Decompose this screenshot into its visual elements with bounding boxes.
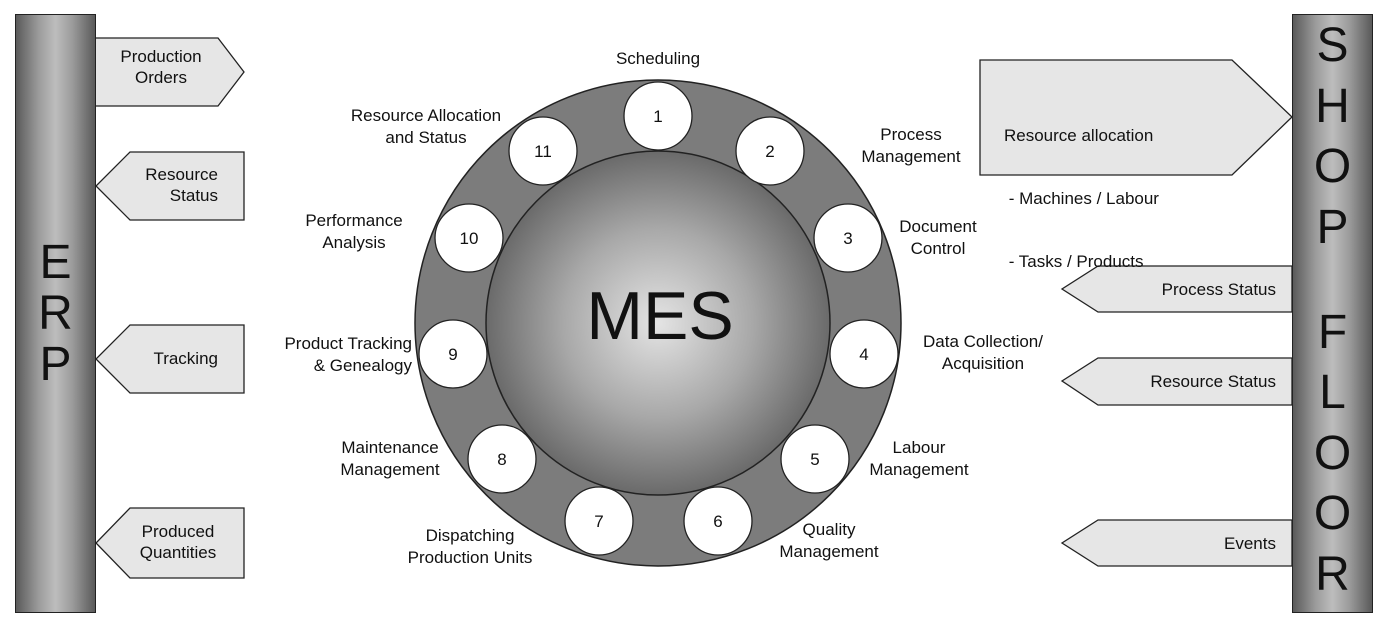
shop-floor-bar: S H O P F L O O R	[1292, 14, 1373, 613]
label-line: Resource	[145, 165, 218, 184]
function-label-document-control: Document Control	[884, 216, 992, 260]
resource-status-shop-label: Resource Status	[1100, 371, 1276, 392]
function-number-3: 3	[843, 229, 852, 248]
label-line: - Tasks / Products	[1004, 252, 1144, 271]
shop-floor-letter: O	[1313, 487, 1352, 541]
shop-floor-letter: P	[1316, 200, 1349, 254]
tracking-label: Tracking	[120, 348, 218, 369]
label-line: Document	[899, 217, 977, 236]
erp-letter: R	[38, 287, 73, 340]
label-line: Scheduling	[615, 49, 701, 68]
label-line: Production	[120, 47, 202, 66]
erp-system-bar: E R P	[15, 14, 96, 613]
label-line: Produced	[141, 522, 215, 541]
label-line: Production Units	[407, 548, 533, 567]
label-line: Process	[880, 125, 942, 144]
label-line: Analysis	[322, 233, 386, 252]
shop-floor-letter: S	[1316, 19, 1349, 72]
label-line: Management	[340, 460, 440, 479]
label-line: Resource Status	[1150, 372, 1276, 391]
function-number-7: 7	[594, 512, 603, 531]
mes-core	[485, 150, 831, 496]
shop-floor-letter: L	[1319, 366, 1346, 420]
label-line: Dispatching	[425, 526, 515, 545]
label-line: Management	[869, 460, 969, 479]
function-circle-9	[418, 319, 488, 389]
label-line: Events	[1224, 534, 1276, 553]
function-label-labour-management: Labour Management	[858, 437, 980, 481]
label-line: Management	[861, 147, 961, 166]
process-status-label: Process Status	[1100, 279, 1276, 300]
function-circle-4	[829, 319, 899, 389]
function-number-2: 2	[765, 142, 774, 161]
function-circle-1	[623, 81, 693, 151]
mes-title: MES	[586, 278, 734, 354]
function-label-scheduling: Scheduling	[578, 48, 738, 70]
label-line: Status	[169, 186, 218, 205]
label-line: Tracking	[153, 349, 218, 368]
function-circle-8	[467, 424, 537, 494]
function-label-data-collection: Data Collection/ Acquisition	[908, 331, 1058, 375]
resource-allocation-label: Resource allocation - Machines / Labour …	[1004, 83, 1224, 293]
label-line: & Genealogy	[313, 356, 412, 375]
label-line: Acquisition	[941, 354, 1025, 373]
arrow-resource-allocation	[979, 59, 1293, 176]
function-label-maintenance: Maintenance Management	[326, 437, 454, 481]
events-label: Events	[1100, 533, 1276, 554]
label-line: Quantities	[139, 543, 217, 562]
label-line: Orders	[135, 68, 187, 87]
function-label-process-management: Process Management	[850, 124, 972, 168]
function-number-5: 5	[810, 450, 819, 469]
function-label-quality-management: Quality Management	[768, 519, 890, 563]
production-orders-label: Production Orders	[104, 46, 218, 88]
function-circle-2	[735, 116, 805, 186]
function-number-1: 1	[653, 107, 662, 126]
label-line: Maintenance	[341, 438, 439, 457]
erp-letter: E	[39, 236, 72, 289]
label-line: Data Collection/	[922, 332, 1043, 351]
label-line: Performance	[305, 211, 403, 230]
function-label-product-tracking: Product Tracking & Genealogy	[252, 333, 412, 377]
function-number-8: 8	[497, 450, 506, 469]
arrow-tracking	[95, 324, 245, 394]
function-circle-10	[434, 203, 504, 273]
function-circle-11	[508, 116, 578, 186]
label-line: Management	[779, 542, 879, 561]
shop-floor-letter: O	[1313, 140, 1352, 194]
function-circle-6	[683, 486, 753, 556]
arrow-resource-status-erp	[95, 151, 245, 221]
function-number-10: 10	[460, 229, 479, 248]
function-label-resource-allocation: Resource Allocation and Status	[330, 105, 522, 149]
resource-status-erp-label: Resource Status	[120, 164, 218, 206]
label-line: and Status	[385, 128, 467, 147]
function-number-4: 4	[859, 345, 868, 364]
function-circle-7	[564, 486, 634, 556]
function-circles	[418, 81, 899, 556]
label-line: - Machines / Labour	[1004, 189, 1159, 208]
label-line: Resource Allocation	[350, 106, 502, 125]
label-line: Quality	[802, 520, 856, 539]
shop-floor-letter: F	[1317, 305, 1348, 359]
erp-letter: P	[39, 338, 72, 391]
label-line: Process Status	[1161, 280, 1276, 299]
label-line: Control	[910, 239, 966, 258]
function-label-dispatching: Dispatching Production Units	[390, 525, 550, 569]
function-number-11: 11	[534, 142, 552, 161]
function-number-6: 6	[713, 512, 722, 531]
label-line: Product Tracking	[284, 334, 412, 353]
shop-floor-letter: O	[1313, 426, 1352, 480]
label-line: Labour	[892, 438, 946, 457]
shop-floor-letter: H	[1315, 79, 1350, 133]
function-circle-5	[780, 424, 850, 494]
function-number-9: 9	[448, 345, 457, 364]
produced-quantities-label: Produced Quantities	[124, 521, 232, 563]
function-circle-3	[813, 203, 883, 273]
label-line: Resource allocation	[1004, 126, 1154, 145]
function-label-performance-analysis: Performance Analysis	[290, 210, 418, 254]
shop-floor-letter: R	[1315, 547, 1350, 601]
arrow-produced-quantities	[95, 507, 245, 579]
